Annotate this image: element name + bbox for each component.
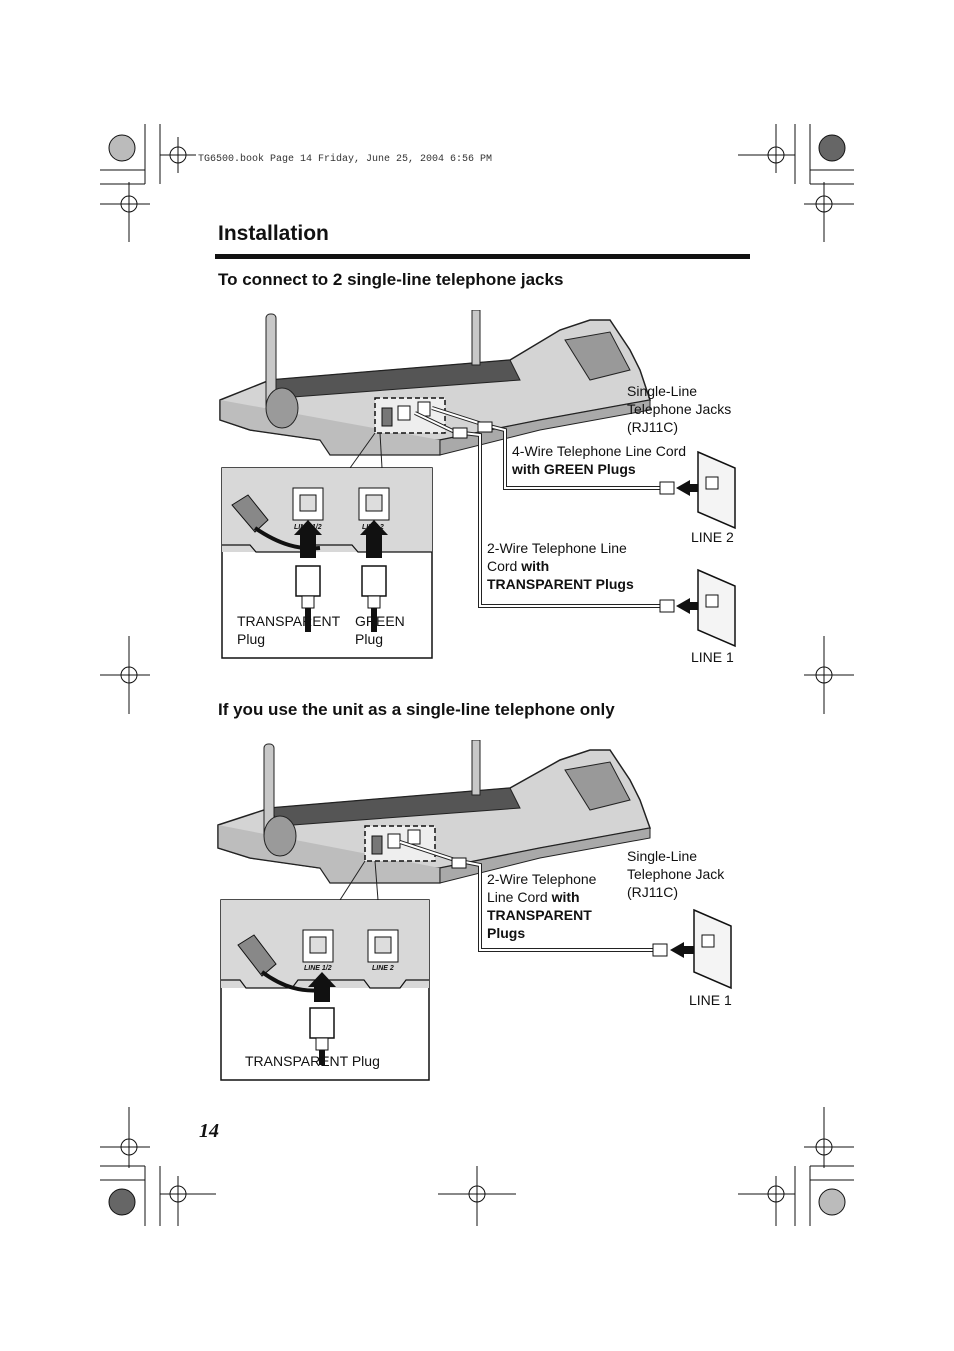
inset2-port-label-a: LINE 1/2 <box>304 965 332 972</box>
inset-port-label-a: LINE 1/2 <box>294 524 322 531</box>
heading-two-lines: To connect to 2 single-line telephone ja… <box>218 270 564 289</box>
section-title: Installation <box>218 222 329 245</box>
base-unit-illustration-2 <box>217 740 652 884</box>
wall-jack-line-2 <box>697 450 736 530</box>
wall-jack-line-1b <box>693 908 732 990</box>
line1-label-2: LINE 1 <box>689 992 732 1008</box>
inset-detail <box>221 467 433 659</box>
heading-single-line: If you use the unit as a single-line tel… <box>218 700 615 719</box>
page-number: 14 <box>199 1120 219 1142</box>
cord2-label: 2-Wire Telephone Line Cord with TRANSPAR… <box>487 540 634 592</box>
cord-label: 2-Wire Telephone Line Cord with TRANSPAR… <box>487 871 597 941</box>
line1-label: LINE 1 <box>691 649 734 665</box>
green-plug-label: GREEN Plug <box>355 613 405 647</box>
inset2-port-label-b: LINE 2 <box>372 965 394 972</box>
jacks-label: Single-Line Telephone Jacks (RJ11C) <box>627 383 732 435</box>
wall-jack-line-1 <box>697 568 736 648</box>
jack-label: Single-Line Telephone Jack (RJ11C) <box>627 848 725 900</box>
inset-port-label-b: LINE 2 <box>362 524 384 531</box>
print-header: TG6500.book Page 14 Friday, June 25, 200… <box>198 154 493 165</box>
base-unit-illustration <box>219 310 651 456</box>
cord4-label: 4-Wire Telephone Line Cord with GREEN Pl… <box>512 443 687 477</box>
transparent-plug-label: TRANSPARENT Plug <box>237 613 341 647</box>
inset-detail-2 <box>220 899 430 1081</box>
diagram-two-lines <box>219 310 736 659</box>
title-rule <box>215 254 750 259</box>
diagram-single-line <box>217 740 732 1081</box>
line2-label: LINE 2 <box>691 529 734 545</box>
transparent-plug-label-2: TRANSPARENT Plug <box>245 1053 380 1069</box>
